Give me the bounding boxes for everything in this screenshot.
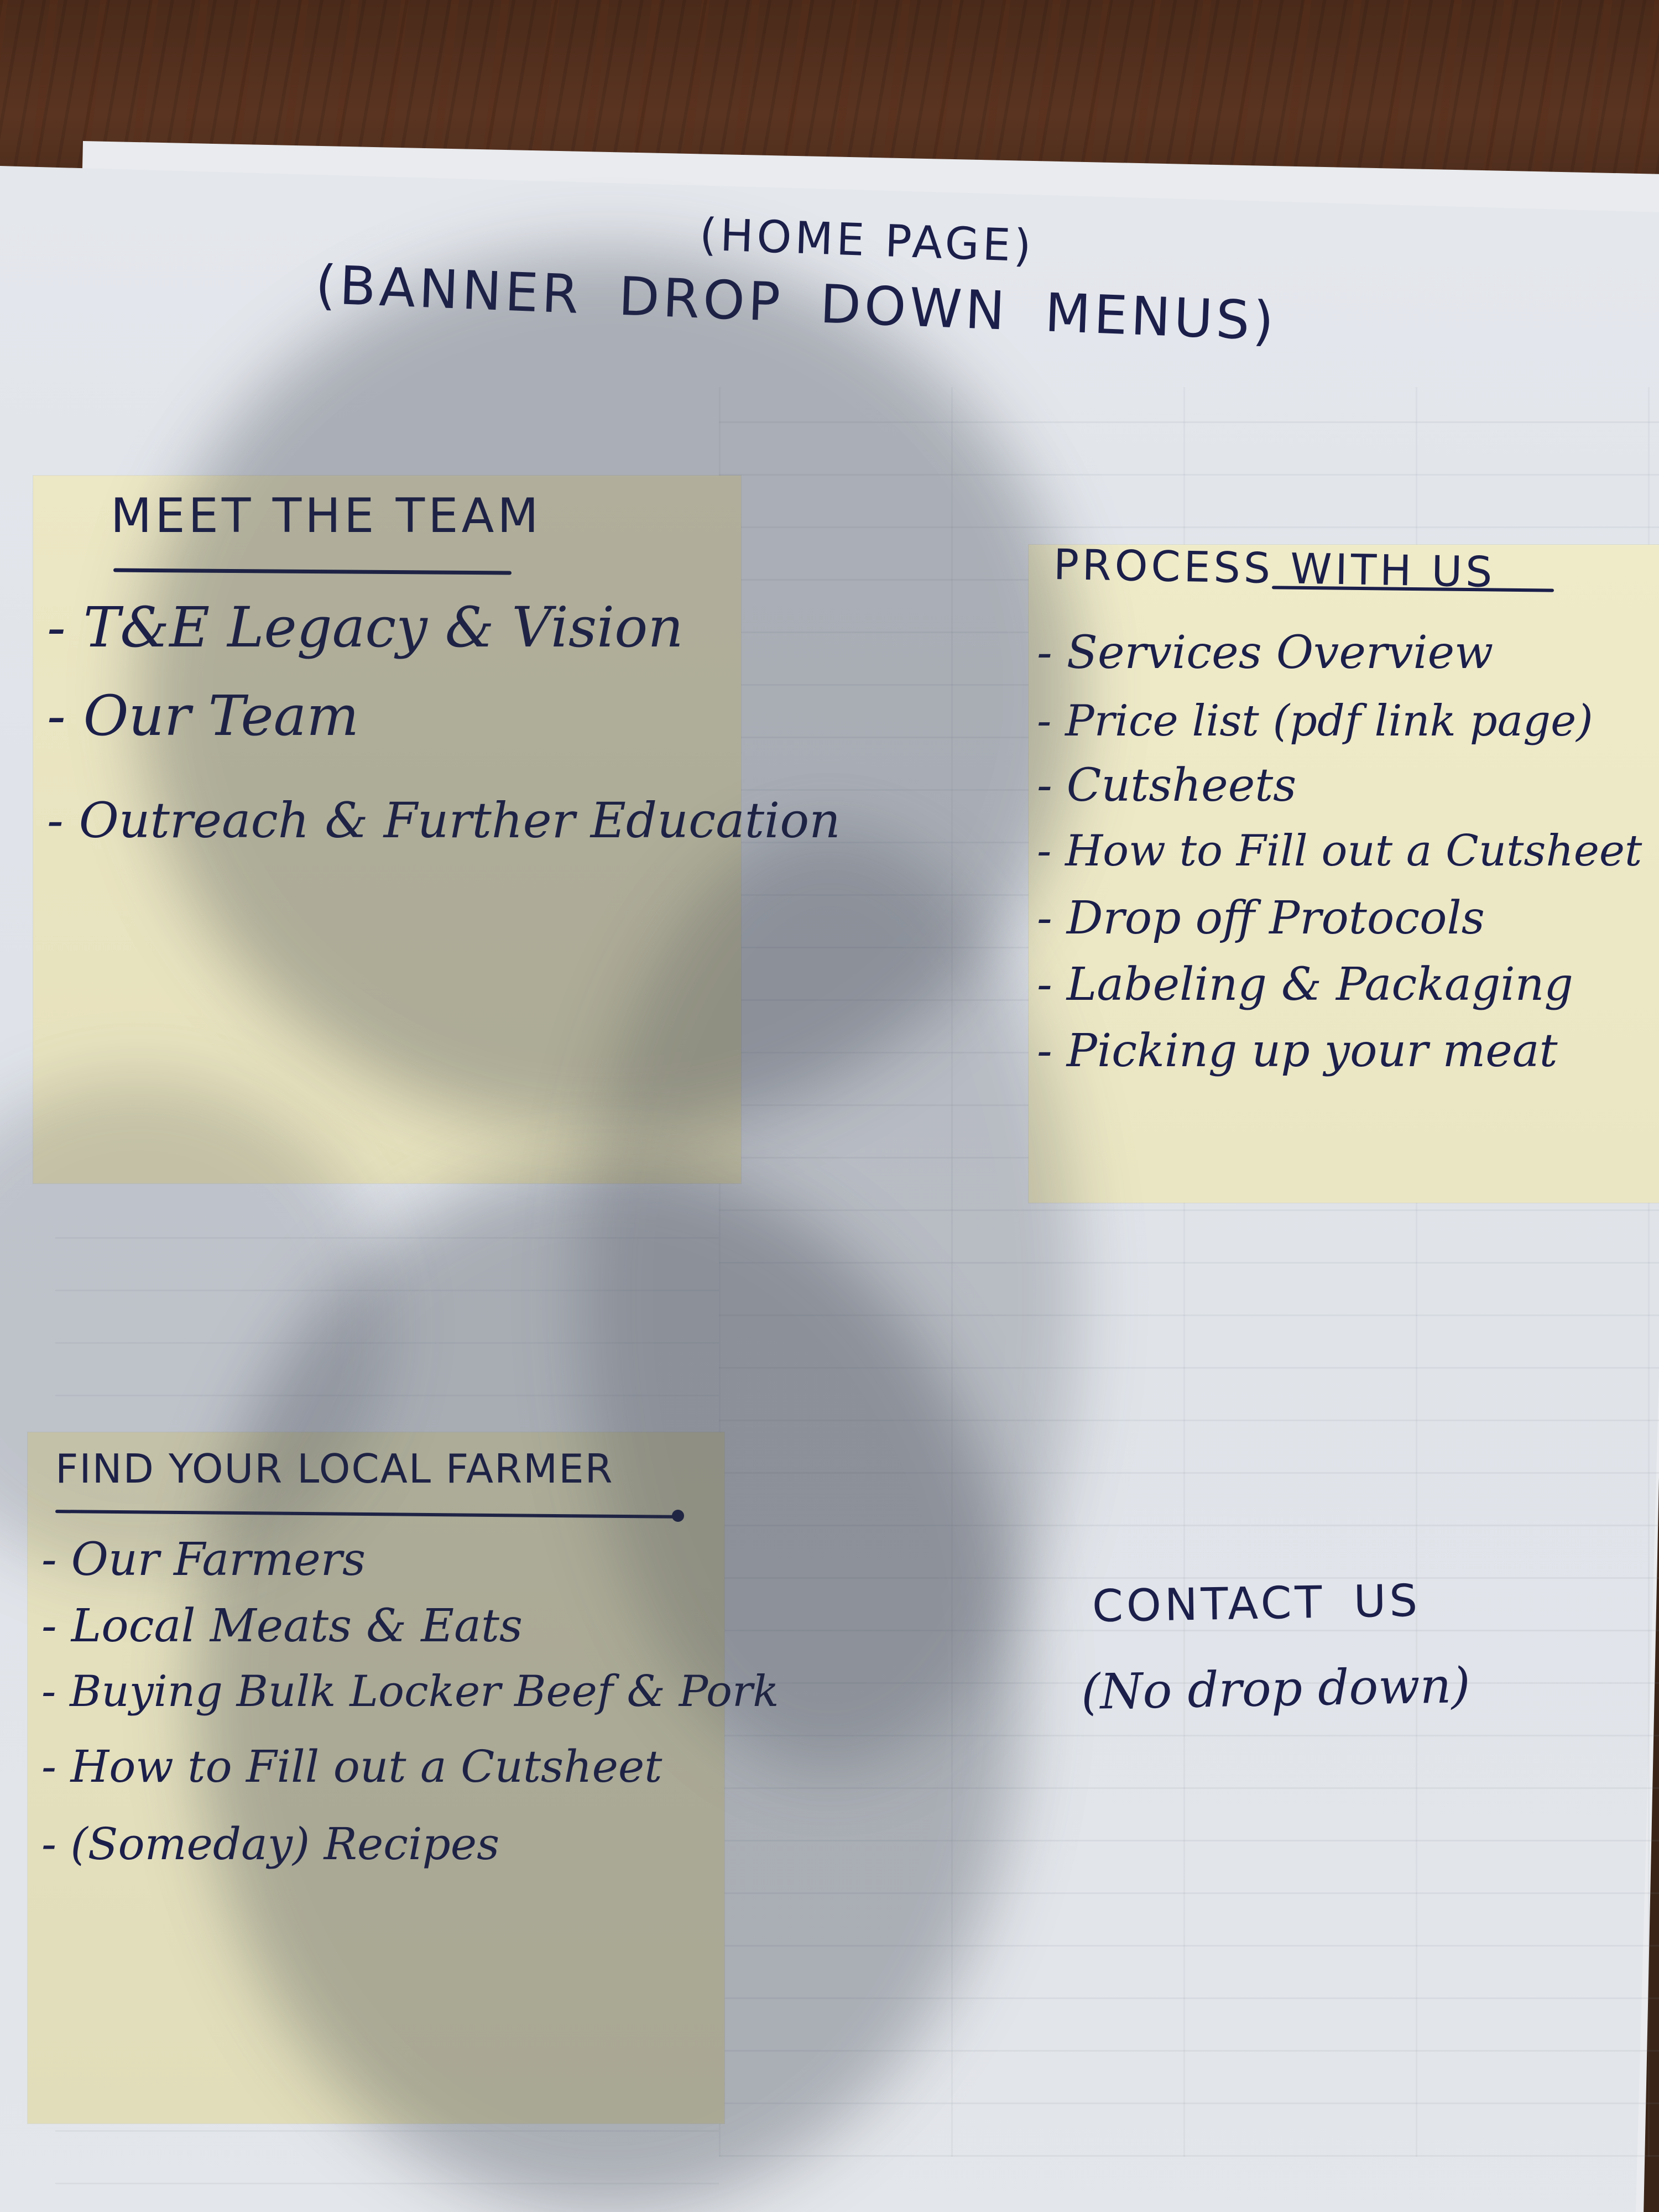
menu-item: - (Someday) Recipes (41, 1818, 500, 1870)
photo-shadow (194, 1161, 1023, 2212)
menu-item: - Labeling & Packaging (1037, 958, 1573, 1011)
menu-title-find-your-local-farmer: FIND YOUR LOCAL FARMER (55, 1446, 614, 1492)
menu-item: - Services Overview (1037, 627, 1494, 679)
menu-item: - Price list (pdf link page) (1037, 696, 1593, 746)
menu-item: - Our Team (47, 684, 359, 748)
sticky-note-meet-the-team (33, 476, 741, 1183)
ink-dot (672, 1510, 684, 1522)
menu-item: - Cutsheets (1037, 759, 1297, 812)
sticky-note-find-your-local-farmer (28, 1432, 724, 2124)
photo-shadow (138, 249, 1078, 1134)
home-page-label: (HOME PAGE) (698, 208, 1035, 272)
contact-us-title: CONTACT US (1092, 1574, 1421, 1632)
menu-title-meet-the-team: MEET THE TEAM (111, 488, 542, 544)
menu-item: - How to Fill out a Cutsheet (41, 1741, 662, 1792)
menu-item: - How to Fill out a Cutsheet (1037, 826, 1642, 876)
sticky-note-process-with-us (1029, 545, 1659, 1203)
menu-item: - T&E Legacy & Vision (47, 595, 684, 660)
menu-item: - Picking up your meat (1037, 1025, 1558, 1077)
menu-item: - Buying Bulk Locker Beef & Pork (41, 1667, 779, 1717)
photo-shadow (0, 1078, 387, 1576)
menu-item: - Our Farmers (41, 1533, 366, 1586)
menu-item: - Outreach & Further Education (47, 792, 841, 849)
contact-us-note: (No drop down) (1081, 1656, 1471, 1721)
menu-item: - Local Meats & Eats (41, 1600, 523, 1652)
photo-shadow (581, 830, 1078, 1770)
menu-item: - Drop off Protocols (1037, 892, 1485, 945)
